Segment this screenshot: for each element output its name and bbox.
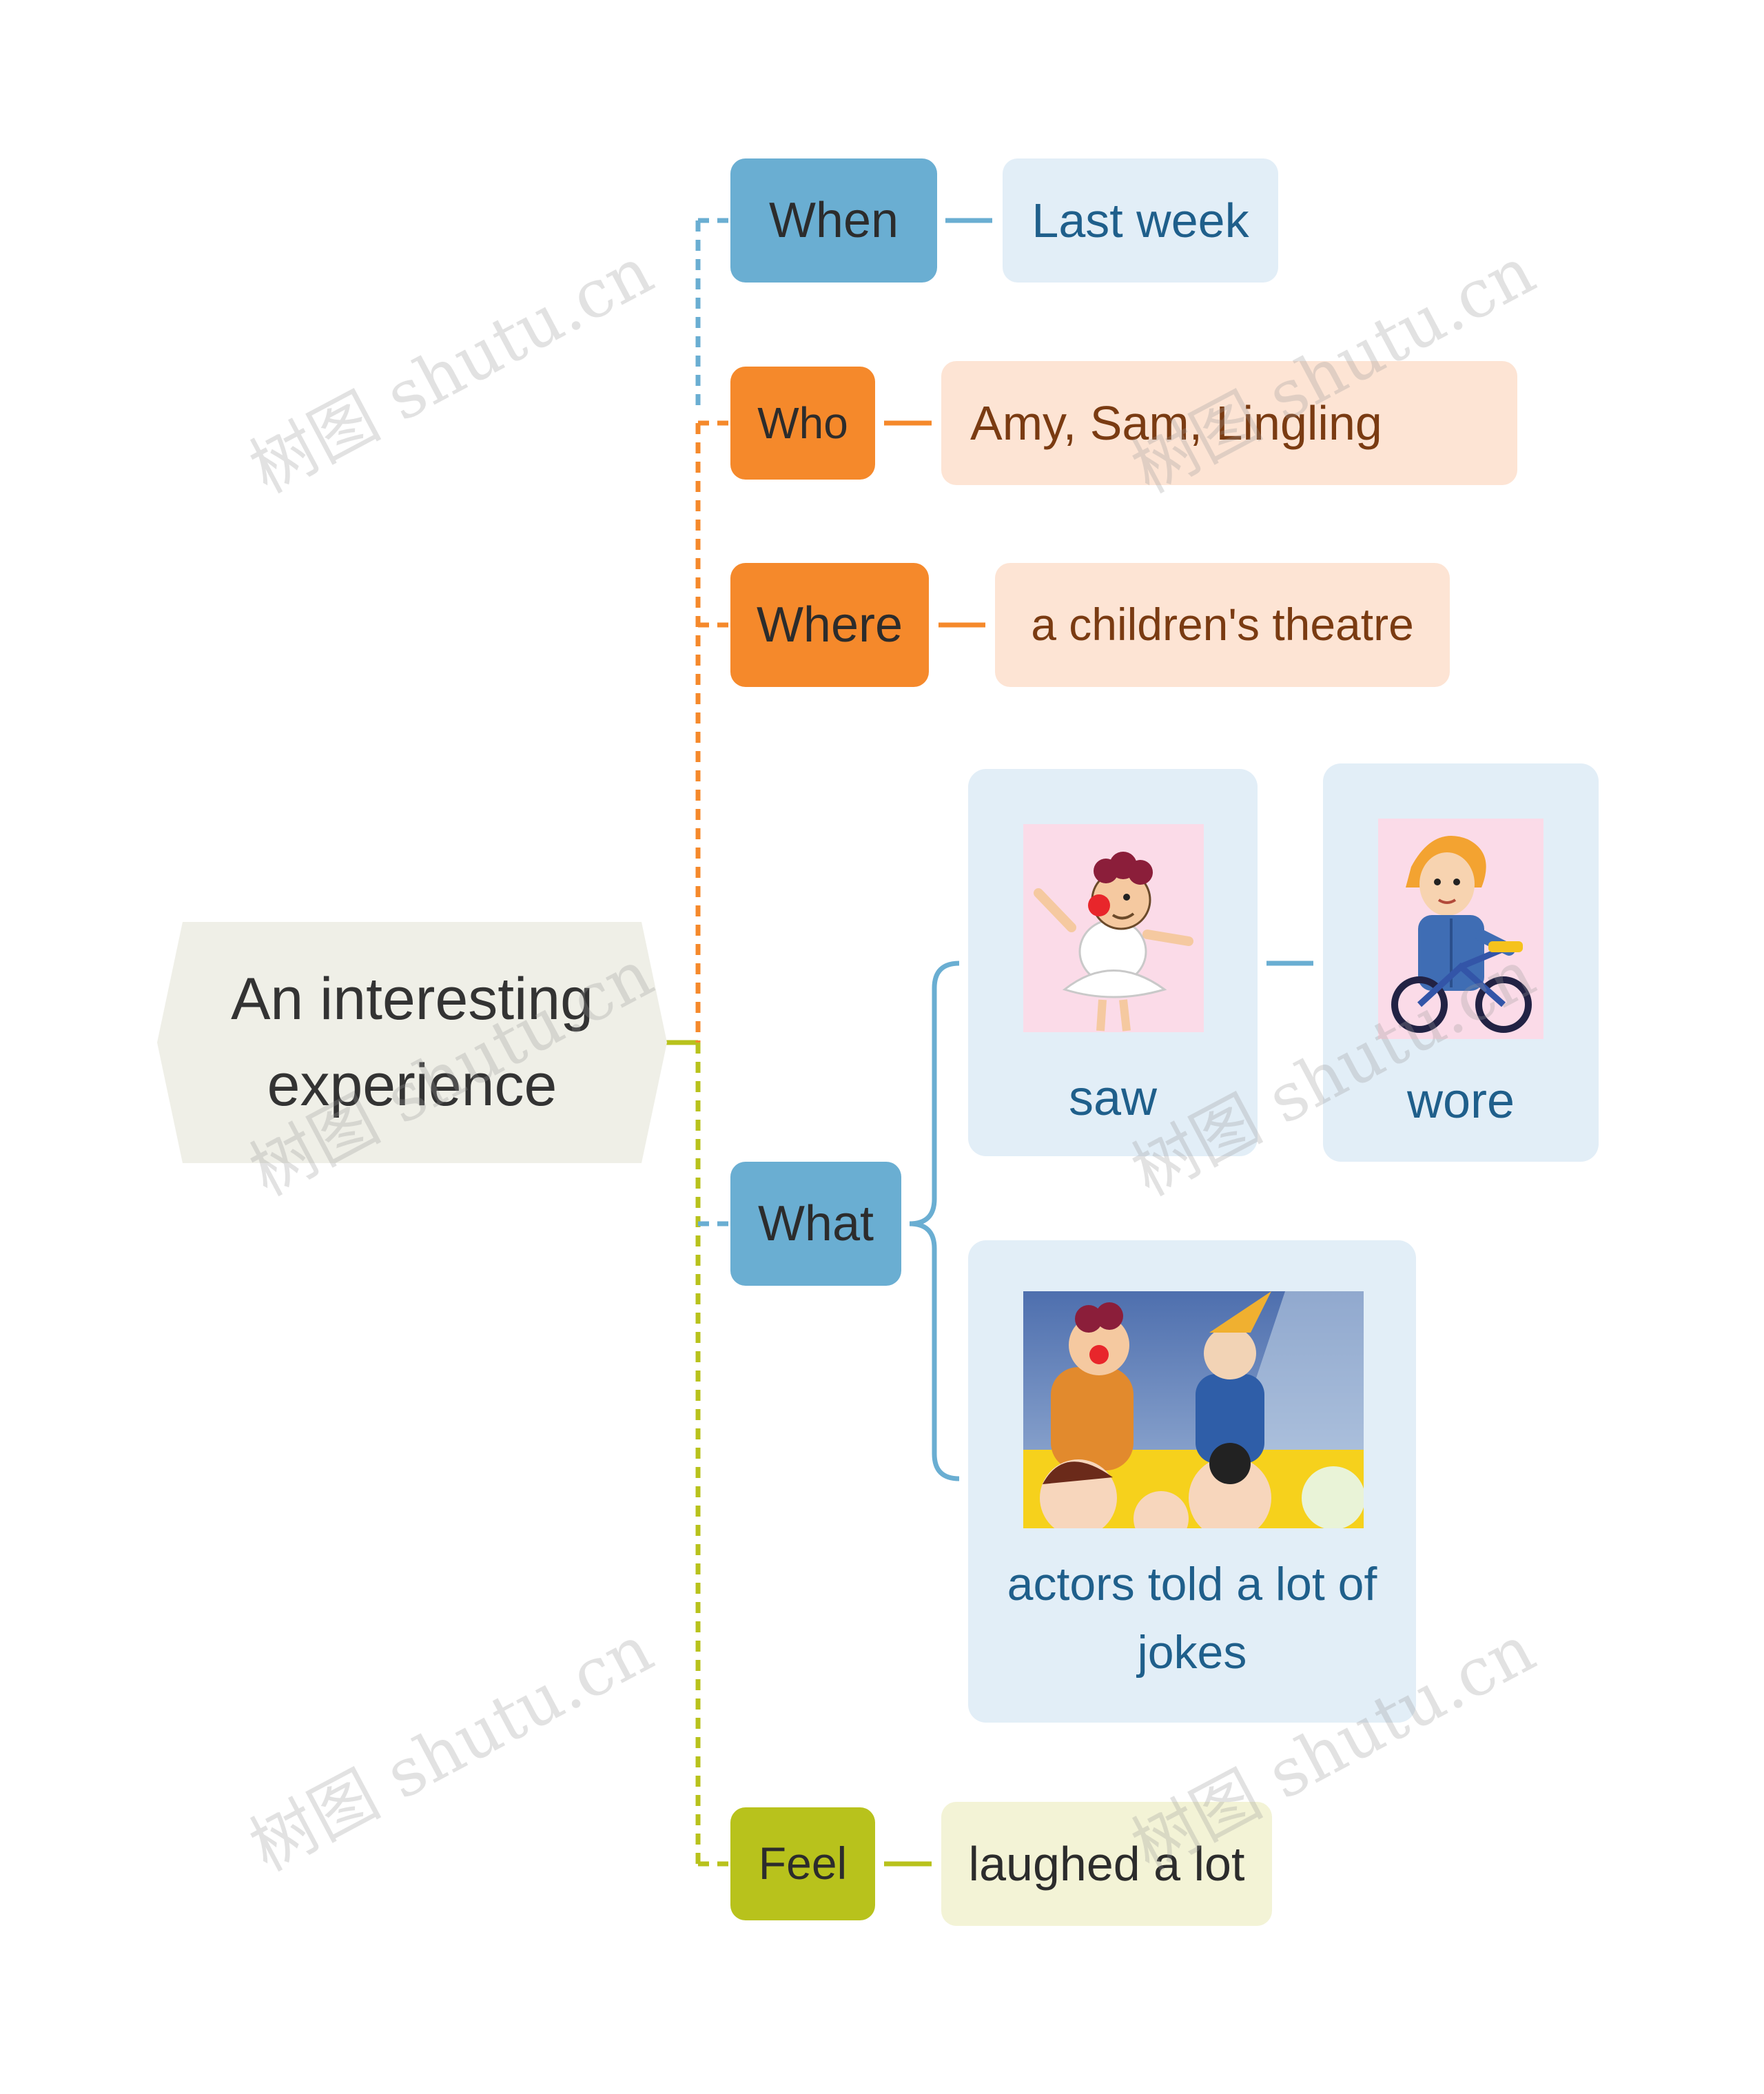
card-jokes-caption-line2: jokes [1137, 1625, 1247, 1679]
value-feel-label: laughed a lot [968, 1837, 1245, 1891]
card-saw[interactable]: saw [968, 769, 1258, 1156]
value-who[interactable]: Amy, Sam, Lingling [941, 361, 1517, 485]
value-who-label: Amy, Sam, Lingling [970, 396, 1382, 450]
category-where[interactable]: Where [730, 563, 929, 687]
category-when[interactable]: When [730, 158, 937, 283]
value-where[interactable]: a children's theatre [995, 563, 1450, 687]
card-wore[interactable]: wore [1323, 763, 1599, 1162]
category-what[interactable]: What [730, 1162, 901, 1286]
policewoman-bicycle-image [1378, 819, 1544, 1039]
value-where-label: a children's theatre [1031, 599, 1414, 650]
clowns-children-image [1023, 1291, 1364, 1528]
category-feel-label: Feel [758, 1838, 848, 1889]
category-who-label: Who [757, 398, 848, 448]
root-title-line1: An interesting [231, 966, 593, 1033]
category-what-label: What [757, 1195, 874, 1251]
card-saw-caption: saw [1068, 1071, 1158, 1126]
value-feel[interactable]: laughed a lot [941, 1802, 1272, 1926]
value-when-label: Last week [1032, 194, 1249, 247]
card-jokes-caption: actors told a lot of jokes [968, 1550, 1416, 1686]
card-jokes-caption-line1: actors told a lot of [1007, 1558, 1377, 1610]
policewoman-bicycle-icon [1378, 819, 1544, 1039]
category-where-label: Where [756, 597, 903, 653]
root-node[interactable]: An interesting experience [157, 922, 667, 1163]
clown-ballerina-icon [1023, 824, 1204, 1032]
clown-ballerina-image [1023, 824, 1204, 1032]
clowns-children-icon [1023, 1291, 1364, 1528]
card-wore-caption: wore [1406, 1074, 1515, 1129]
category-who[interactable]: Who [730, 367, 875, 480]
what-brace [909, 961, 960, 1481]
value-when[interactable]: Last week [1003, 158, 1278, 283]
category-when-label: When [768, 192, 899, 248]
category-feel[interactable]: Feel [730, 1807, 875, 1920]
root-title-line2: experience [267, 1052, 557, 1118]
card-jokes[interactable]: actors told a lot of jokes [968, 1240, 1416, 1723]
